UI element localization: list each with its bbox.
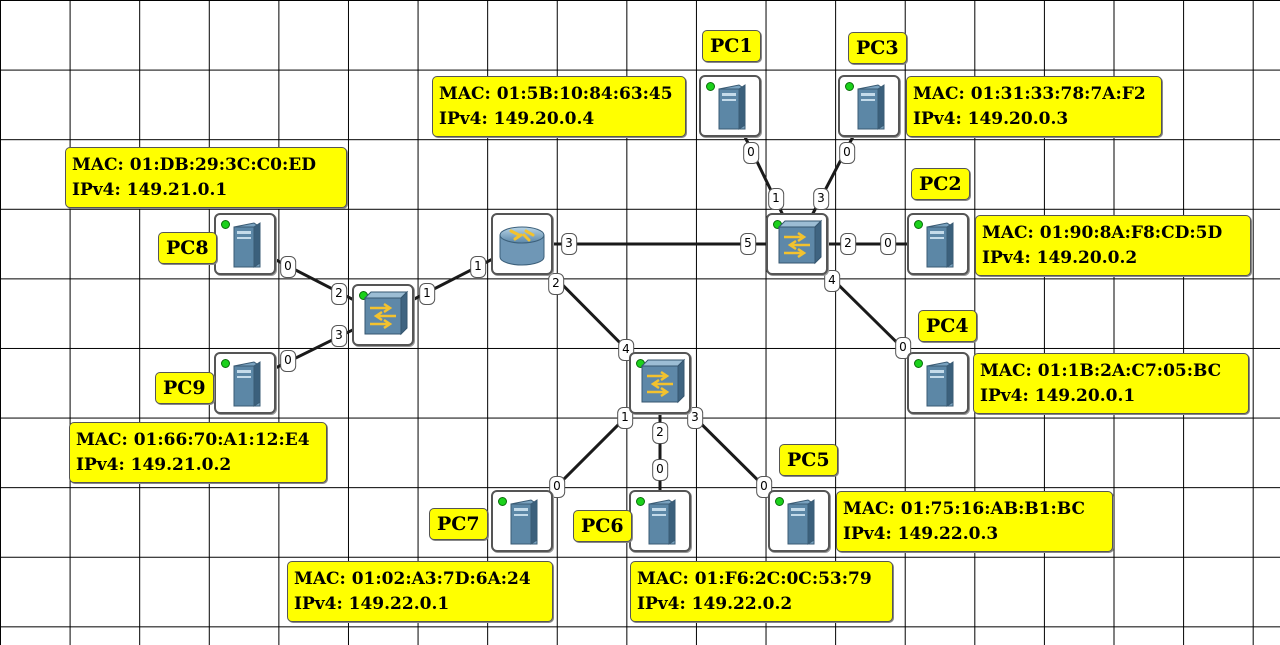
port-sw2-1: 1 bbox=[768, 188, 784, 210]
switch-icon bbox=[640, 358, 686, 404]
port-pc3-0: 0 bbox=[839, 142, 855, 164]
computer-icon bbox=[233, 361, 261, 407]
computer-icon bbox=[718, 84, 746, 130]
port-sw2-4: 4 bbox=[824, 270, 840, 292]
computer-icon bbox=[510, 499, 538, 545]
switch-icon bbox=[777, 219, 823, 265]
port-pc1-0: 0 bbox=[743, 142, 759, 164]
router-address-box: MAC: 01:5B:10:84:63:45 IPv4: 149.20.0.4 bbox=[432, 76, 686, 137]
pc4-address-box: MAC: 01:1B:2A:C7:05:BC IPv4: 149.20.0.1 bbox=[973, 353, 1249, 414]
pc7-address-box: MAC: 01:02:A3:7D:6A:24 IPv4: 149.22.0.1 bbox=[287, 561, 553, 622]
pc2-node[interactable] bbox=[907, 213, 969, 275]
port-sw1-2: 2 bbox=[331, 283, 347, 305]
computer-icon bbox=[926, 361, 954, 407]
status-led bbox=[775, 497, 784, 506]
pc3-node[interactable] bbox=[838, 75, 900, 137]
status-led bbox=[636, 497, 645, 506]
switch-node-1[interactable] bbox=[352, 284, 414, 346]
port-sw3-3: 3 bbox=[687, 407, 703, 429]
port-pc4-0: 0 bbox=[895, 337, 911, 359]
status-led bbox=[706, 82, 715, 91]
pc9-node[interactable] bbox=[214, 352, 276, 414]
ip-address: IPv4: 149.22.0.3 bbox=[843, 524, 999, 544]
pc8-label: PC8 bbox=[158, 232, 217, 264]
status-led bbox=[845, 82, 854, 91]
switch-node-2[interactable] bbox=[766, 213, 828, 275]
computer-icon bbox=[926, 222, 954, 268]
port-pc6-0: 0 bbox=[652, 459, 668, 481]
pc6-node[interactable] bbox=[629, 490, 691, 552]
pc5-label: PC5 bbox=[779, 444, 838, 476]
status-led bbox=[221, 359, 230, 368]
switch-node-3[interactable] bbox=[629, 352, 691, 414]
port-pc7-0: 0 bbox=[549, 476, 565, 498]
pc2-label: PC2 bbox=[911, 168, 970, 200]
pc6-address-box: MAC: 01:F6:2C:0C:53:79 IPv4: 149.22.0.2 bbox=[630, 561, 893, 622]
pc5-address-box: MAC: 01:75:16:AB:B1:BC IPv4: 149.22.0.3 bbox=[836, 491, 1113, 552]
computer-icon bbox=[233, 222, 261, 268]
computer-icon bbox=[648, 499, 676, 545]
ip-address: IPv4: 149.21.0.1 bbox=[72, 180, 228, 200]
mac-address: MAC: 01:75:16:AB:B1:BC bbox=[843, 499, 1086, 519]
ip-address: IPv4: 149.20.0.4 bbox=[439, 109, 595, 129]
port-router-3: 3 bbox=[561, 233, 577, 255]
status-led bbox=[498, 497, 507, 506]
pc5-node[interactable] bbox=[768, 490, 830, 552]
port-router-2: 2 bbox=[548, 273, 564, 295]
port-sw1-1: 1 bbox=[419, 283, 435, 305]
mac-address: MAC: 01:DB:29:3C:C0:ED bbox=[72, 155, 316, 175]
pc9-address-box: MAC: 01:66:70:A1:12:E4 IPv4: 149.21.0.2 bbox=[69, 422, 327, 483]
port-sw3-1: 1 bbox=[617, 407, 633, 429]
status-led bbox=[914, 220, 923, 229]
port-sw1-3: 3 bbox=[331, 325, 347, 347]
pc7-node[interactable] bbox=[491, 490, 553, 552]
port-sw2-5: 5 bbox=[740, 233, 756, 255]
mac-address: MAC: 01:66:70:A1:12:E4 bbox=[76, 430, 310, 450]
pc3-label: PC3 bbox=[848, 32, 907, 64]
pc6-label: PC6 bbox=[573, 510, 632, 542]
computer-icon bbox=[787, 499, 815, 545]
port-pc8-0: 0 bbox=[280, 256, 296, 278]
ip-address: IPv4: 149.21.0.2 bbox=[76, 455, 232, 475]
port-pc9-0: 0 bbox=[280, 350, 296, 372]
pc1-label: PC1 bbox=[702, 30, 761, 62]
mac-address: MAC: 01:02:A3:7D:6A:24 bbox=[294, 569, 531, 589]
port-pc5-0: 0 bbox=[756, 476, 772, 498]
switch-icon bbox=[363, 290, 409, 336]
port-sw2-2: 2 bbox=[840, 233, 856, 255]
pc2-address-box: MAC: 01:90:8A:F8:CD:5D IPv4: 149.20.0.2 bbox=[975, 215, 1251, 276]
pc4-label: PC4 bbox=[918, 310, 977, 342]
port-router-1: 1 bbox=[470, 256, 486, 278]
pc7-label: PC7 bbox=[429, 508, 488, 540]
pc4-node[interactable] bbox=[907, 352, 969, 414]
pc3-address-box: MAC: 01:31:33:78:7A:F2 IPv4: 149.20.0.3 bbox=[906, 76, 1162, 137]
port-pc2-0: 0 bbox=[880, 233, 896, 255]
pc1-node[interactable] bbox=[699, 75, 761, 137]
ip-address: IPv4: 149.22.0.2 bbox=[637, 594, 793, 614]
router-node[interactable] bbox=[491, 213, 553, 275]
pc9-label: PC9 bbox=[155, 372, 214, 404]
mac-address: MAC: 01:1B:2A:C7:05:BC bbox=[980, 361, 1222, 381]
mac-address: MAC: 01:F6:2C:0C:53:79 bbox=[637, 569, 872, 589]
status-led bbox=[914, 359, 923, 368]
ip-address: IPv4: 149.20.0.1 bbox=[980, 386, 1136, 406]
mac-address: MAC: 01:5B:10:84:63:45 bbox=[439, 84, 673, 104]
computer-icon bbox=[857, 84, 885, 130]
switch1-address-box: MAC: 01:DB:29:3C:C0:ED IPv4: 149.21.0.1 bbox=[65, 147, 347, 208]
mac-address: MAC: 01:90:8A:F8:CD:5D bbox=[982, 223, 1223, 243]
ip-address: IPv4: 149.20.0.2 bbox=[982, 248, 1138, 268]
ip-address: IPv4: 149.22.0.1 bbox=[294, 594, 450, 614]
port-sw2-3: 3 bbox=[813, 188, 829, 210]
ip-address: IPv4: 149.20.0.3 bbox=[913, 109, 1069, 129]
router-icon bbox=[499, 226, 545, 266]
status-led bbox=[221, 220, 230, 229]
mac-address: MAC: 01:31:33:78:7A:F2 bbox=[913, 84, 1146, 104]
pc8-node[interactable] bbox=[214, 213, 276, 275]
port-sw3-2: 2 bbox=[652, 422, 668, 444]
